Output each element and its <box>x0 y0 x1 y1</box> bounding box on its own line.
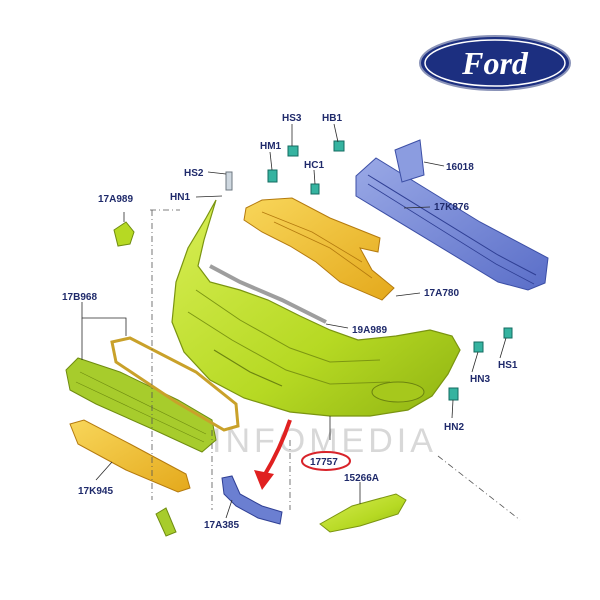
tow-hook-cover <box>113 221 135 247</box>
side-bracket <box>221 475 283 525</box>
label-17a385: 17A385 <box>204 520 239 531</box>
label-hm1: HM1 <box>260 141 282 152</box>
lower-strip <box>69 419 191 493</box>
bumper-cover <box>171 199 461 417</box>
label-19a989: 19A989 <box>352 325 387 336</box>
label-hc1: HC1 <box>304 160 324 171</box>
label-hn2: HN2 <box>444 422 464 433</box>
label-hs1: HS1 <box>498 360 518 371</box>
label-hn3: HN3 <box>470 374 490 385</box>
pointer-arrow <box>262 419 292 478</box>
fasteners <box>225 140 513 401</box>
label-hb1: HB1 <box>322 113 342 124</box>
label-17b968: 17B968 <box>62 292 97 303</box>
watermark-text: INFOMEDIA <box>212 422 437 460</box>
leader-lines <box>81 123 521 521</box>
label-hn1: HN1 <box>170 192 190 203</box>
label-17k876: 17K876 <box>434 202 469 213</box>
side-trim <box>319 493 407 533</box>
bumper-reinforcement-beam <box>355 139 549 291</box>
label-17a780: 17A780 <box>424 288 459 299</box>
label-17a989: 17A989 <box>98 194 133 205</box>
upper-bracket <box>243 197 395 301</box>
label-16018: 16018 <box>446 162 474 173</box>
ford-logo: Ford <box>419 35 571 91</box>
partial-part <box>155 507 177 537</box>
label-17757: 17757 <box>310 457 338 468</box>
label-hs2: HS2 <box>184 168 204 179</box>
arrow-head <box>254 470 274 490</box>
label-15266a: 15266A <box>344 473 379 484</box>
label-17k945: 17K945 <box>78 486 113 497</box>
label-hs3: HS3 <box>282 113 302 124</box>
highlight-circle <box>301 451 351 471</box>
ford-logo-text: Ford <box>461 45 529 81</box>
